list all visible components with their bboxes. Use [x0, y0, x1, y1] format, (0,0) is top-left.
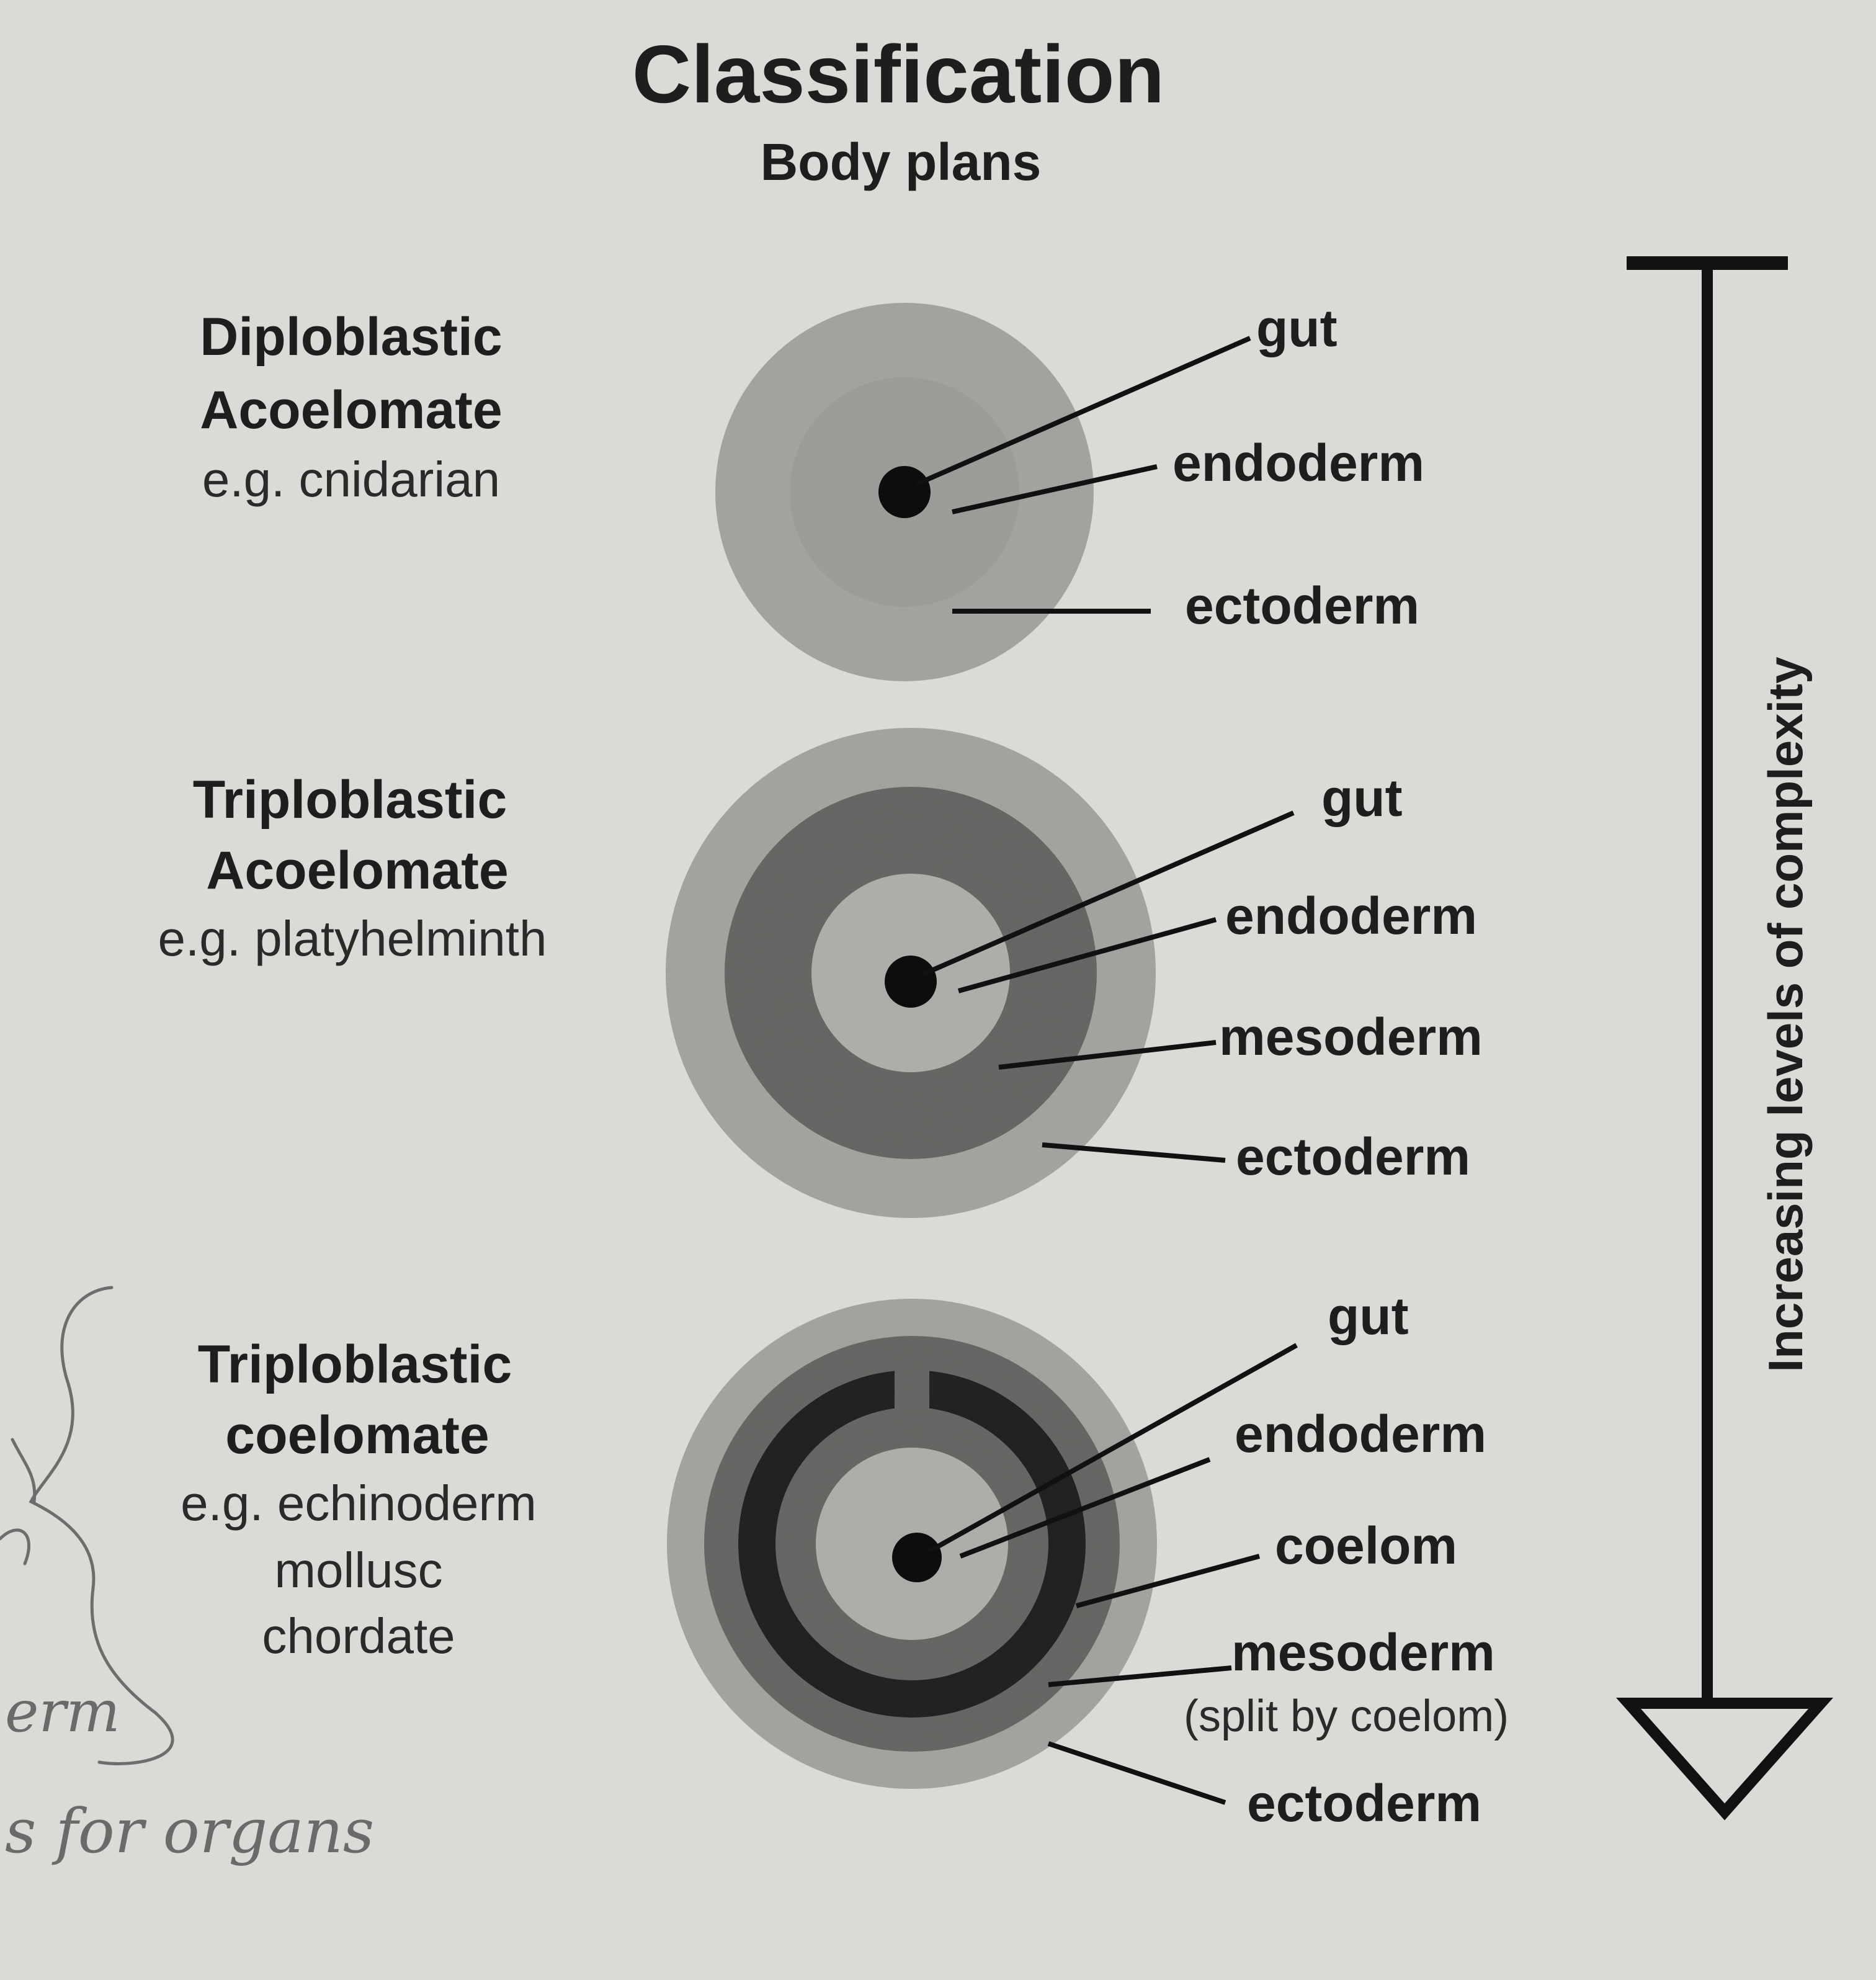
label-mesoderm: mesoderm — [1219, 1008, 1483, 1066]
label-ectoderm: ectoderm — [1247, 1774, 1481, 1832]
label-endoderm: endoderm — [1172, 434, 1424, 492]
label-ectoderm: ectoderm — [1236, 1127, 1470, 1186]
gut-dot — [892, 1533, 942, 1582]
leader-gut — [928, 1343, 1298, 1554]
leader-endoderm — [957, 917, 1217, 993]
label-endoderm: endoderm — [1235, 1405, 1486, 1463]
label-coelom: coelom — [1275, 1516, 1457, 1575]
leader-lines — [928, 1343, 1298, 1805]
plan-name: Triploblastic — [193, 770, 507, 830]
label-gut: gut — [1256, 299, 1338, 357]
plan-diploblastic-acoelomate: Diploblastic Acoelomate e.g. cnidarian g… — [200, 299, 1424, 681]
gut-dot — [885, 956, 937, 1008]
label-ectoderm: ectoderm — [1185, 576, 1419, 635]
plan-name: Triploblastic — [198, 1335, 512, 1394]
handwritten-organs: s for organs — [5, 1796, 374, 1867]
leader-mesoderm — [1048, 1665, 1232, 1687]
handwritten-notes — [0, 1286, 174, 1765]
label-mesoderm-note: (split by coelom) — [1184, 1691, 1509, 1741]
plan-name: Diploblastic — [200, 307, 502, 367]
title: Classification — [632, 29, 1164, 120]
complexity-label: Increasing levels of complexity — [1758, 656, 1813, 1372]
plan-example-line: mollusc — [274, 1543, 442, 1598]
subtitle: Body plans — [761, 133, 1042, 191]
plan-example-line: chordate — [262, 1608, 455, 1664]
leader-mesoderm — [998, 1040, 1217, 1070]
label-gut: gut — [1321, 769, 1403, 827]
label-mesoderm: mesoderm — [1231, 1623, 1495, 1682]
plan-example: e.g. cnidarian — [202, 452, 500, 507]
leader-lines — [916, 336, 1251, 614]
plan-type: coelomate — [225, 1405, 489, 1465]
plan-type: Acoelomate — [206, 841, 509, 900]
leader-lines — [922, 810, 1295, 1163]
leader-endoderm — [952, 464, 1158, 514]
leader-gut — [916, 336, 1251, 486]
plan-example-line: e.g. echinoderm — [181, 1476, 537, 1531]
complexity-arrow: Increasing levels of complexity — [1616, 256, 1833, 1821]
label-gut: gut — [1328, 1287, 1409, 1345]
leader-endoderm — [959, 1457, 1211, 1559]
arrow-head — [1616, 1698, 1833, 1821]
plan-triploblastic-acoelomate: Triploblastic Acoelomate e.g. platyhelmi… — [158, 728, 1483, 1218]
label-endoderm: endoderm — [1225, 887, 1477, 945]
leader-ectoderm — [1047, 1741, 1226, 1805]
gut-dot — [878, 466, 931, 518]
plan-triploblastic-coelomate: Triploblastic coelomate e.g. echinoderm … — [181, 1287, 1509, 1832]
plan-type: Acoelomate — [200, 380, 502, 440]
pencil-brace — [29, 1286, 174, 1765]
plan-example: e.g. platyhelminth — [158, 911, 547, 966]
leader-coelom — [1075, 1554, 1261, 1608]
coelom-gap — [895, 1362, 929, 1421]
pencil-stroke — [11, 1438, 37, 1503]
handwritten-erm: erm — [5, 1678, 120, 1745]
leader-ectoderm — [1042, 1142, 1226, 1163]
leader-gut — [922, 810, 1295, 977]
pencil-stroke — [0, 1528, 30, 1566]
